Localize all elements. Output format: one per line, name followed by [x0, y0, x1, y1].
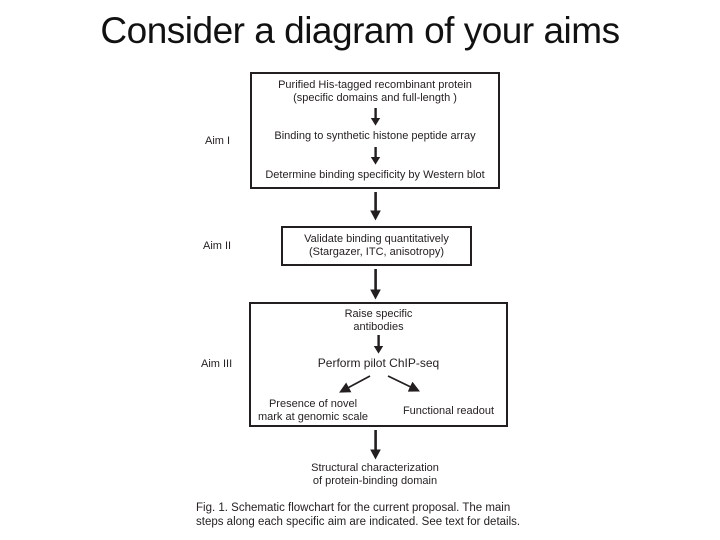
step-text-line: of protein-binding domain [312, 475, 438, 487]
step-text-line: mark at genomic scale [257, 410, 369, 423]
aim-1-box: Purified His-tagged recombinant protein … [250, 72, 500, 189]
step-chip-seq: Perform pilot ChIP-seq [317, 356, 440, 370]
down-arrow-icon [370, 146, 380, 165]
down-arrow-icon [370, 269, 381, 300]
branch-novel-mark: Presence of novel mark at genomic scale [253, 398, 373, 423]
branch-functional-readout: Functional readout [402, 405, 495, 417]
step-text-line: Raise specific [344, 308, 413, 320]
aim-3-label: Aim III [201, 358, 233, 370]
step-binding-array: Binding to synthetic histone peptide arr… [274, 130, 476, 142]
step-text-line: Structural characterization [311, 462, 439, 474]
down-arrow-icon [370, 192, 381, 221]
aim-2-box: Validate binding quantitatively (Stargaz… [281, 226, 472, 266]
caption-line: steps along each specific aim are indica… [196, 516, 521, 528]
aim-1-label: Aim I [205, 135, 231, 147]
step-text-line: Validate binding quantitatively [304, 233, 449, 245]
figure-caption: Fig. 1. Schematic flowchart for the curr… [196, 501, 536, 529]
step-structural-characterization: Structural characterization of protein-b… [275, 462, 475, 488]
branch-arrows-icon [339, 375, 420, 393]
down-arrow-icon [373, 335, 384, 354]
step-text-line: (Stargazer, ITC, anisotropy) [308, 246, 445, 258]
step-text-line: antibodies [353, 320, 404, 333]
down-arrow-icon [370, 108, 380, 126]
caption-line: Fig. 1. Schematic flowchart for the curr… [196, 502, 511, 514]
step-western-blot: Determine binding specificity by Western… [265, 168, 485, 181]
step-text-line: (specific domains and full-length ) [293, 91, 457, 104]
aim-2-label: Aim II [203, 240, 232, 252]
step-raise-antibodies: Raise specific antibodies [251, 308, 506, 333]
step-purified-protein: Purified His-tagged recombinant protein … [278, 79, 472, 104]
step-text-line: Purified His-tagged recombinant protein [278, 79, 472, 91]
down-arrow-icon [370, 430, 381, 460]
aim-3-box: Raise specific antibodies Perform pilot … [249, 302, 508, 427]
step-text-line: Presence of novel [268, 398, 358, 410]
step-validate-binding: Validate binding quantitatively (Stargaz… [304, 233, 449, 259]
slide-title: Consider a diagram of your aims [100, 10, 620, 51]
